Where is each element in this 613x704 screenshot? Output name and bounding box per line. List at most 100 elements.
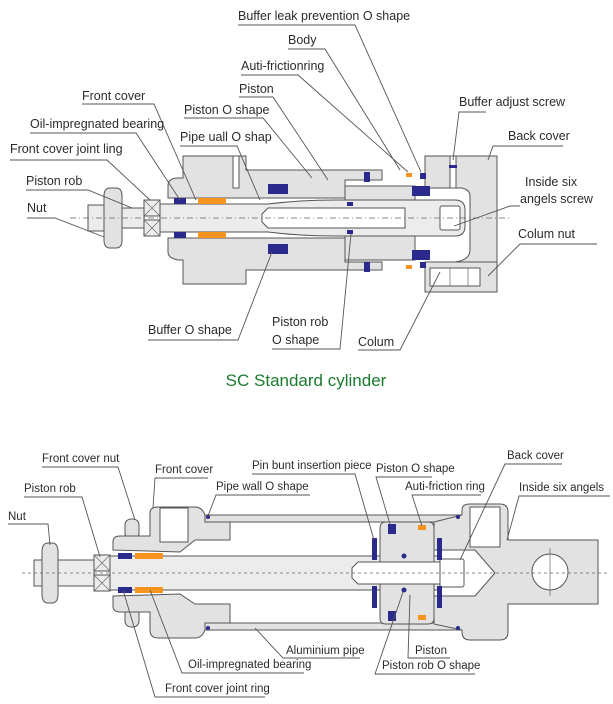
- label-aluminium-pipe: Aluminium pipe: [254, 627, 365, 659]
- pin-bunt-insertion-top: [372, 538, 377, 560]
- label-oil-impregnated-bearing-2: Oil-impregnated bearing: [149, 589, 311, 674]
- svg-text:Inside six: Inside six: [525, 175, 578, 189]
- label-inside-six-angles-screw: Inside six angels screw: [453, 175, 594, 227]
- hex-socket-2: [439, 558, 465, 588]
- svg-text:Front cover: Front cover: [82, 89, 145, 103]
- label-buffer-leak-prevention-o-shape: Buffer leak prevention O shape: [238, 9, 422, 173]
- svg-text:Front cover nut: Front cover nut: [42, 453, 120, 465]
- svg-text:Back cover: Back cover: [507, 450, 564, 462]
- label-piston-2: Piston: [407, 594, 450, 659]
- label-front-cover-joint-ring-2: Front cover joint ring: [122, 589, 270, 698]
- buffer-screw-seal: [449, 165, 457, 168]
- svg-text:Piston rob: Piston rob: [272, 315, 328, 329]
- label-buffer-adjust-screw: Buffer adjust screw: [452, 95, 566, 161]
- label-piston-rod-o-shape-2: Piston rob O shape: [374, 591, 480, 675]
- buffer-leak-prevention-o-top: [420, 173, 426, 179]
- svg-text:Buffer adjust screw: Buffer adjust screw: [459, 95, 566, 109]
- anti-friction-ring-top-2: [418, 525, 426, 530]
- label-front-cover-joint-ring: Front cover joint ling: [10, 142, 151, 201]
- label-piston-rod-2: Piston rob: [24, 483, 101, 558]
- svg-text:O shape: O shape: [272, 333, 319, 347]
- svg-text:Pipe wall O shape: Pipe wall O shape: [216, 481, 309, 493]
- pipe-wall-o-top-front: [206, 515, 210, 519]
- label-nut-2: Nut: [8, 511, 51, 546]
- front-cover-joint-ring-bottom-2: [118, 587, 132, 593]
- label-pipe-wall-o-shape-2: Pipe wall O shape: [207, 481, 310, 517]
- diagram-title: SC Standard cylinder: [226, 371, 387, 390]
- front-cover-joint-ring-top: [174, 198, 186, 204]
- label-buffer-o-shape: Buffer O shape: [148, 251, 273, 341]
- piston-o-shape-bottom: [364, 262, 370, 272]
- back-cover-port: [469, 506, 501, 548]
- label-pipe-wall-o-shape: Pipe uall O shap: [180, 130, 272, 201]
- label-nut: Nut: [27, 201, 105, 238]
- svg-text:Oil-impregnated bearing: Oil-impregnated bearing: [30, 117, 164, 131]
- svg-text:Front cover joint ling: Front cover joint ling: [10, 142, 123, 156]
- buffer-leak-prevention-o-bottom: [420, 262, 426, 268]
- svg-text:Nut: Nut: [27, 201, 47, 215]
- front-buffer-screw: [232, 155, 240, 189]
- column-nut-shape: [429, 267, 481, 287]
- svg-text:angels screw: angels screw: [520, 192, 594, 206]
- label-back-cover: Back cover: [487, 129, 570, 161]
- label-column: Colum: [358, 271, 441, 351]
- piston-rod-o-bottom-2: [401, 587, 407, 593]
- label-anti-friction-ring-2: Auti-friction ring: [405, 481, 485, 527]
- back-buffer-seal-bottom: [412, 250, 430, 260]
- svg-text:Colum: Colum: [358, 335, 394, 349]
- piston-back-seal-top: [437, 538, 442, 560]
- svg-text:Body: Body: [288, 33, 317, 47]
- front-cover-joint-ring-top-2: [118, 553, 132, 559]
- oil-impregnated-bearing-top: [198, 198, 226, 204]
- svg-text:Pipe uall O shap: Pipe uall O shap: [180, 130, 272, 144]
- svg-text:Oil-impregnated bearing: Oil-impregnated bearing: [188, 659, 311, 671]
- label-anti-friction-ring: Auti-frictionring: [241, 59, 409, 173]
- aluminium-pipe-top: [204, 514, 466, 523]
- label-front-cover-2: Front cover: [152, 464, 213, 509]
- svg-text:Buffer O shape: Buffer O shape: [148, 323, 232, 337]
- label-body: Body: [288, 33, 401, 171]
- piston-rod-o-shape-top: [347, 202, 353, 206]
- piston-o-shape-bottom-2: [388, 611, 396, 621]
- svg-text:Piston rob O shape: Piston rob O shape: [382, 660, 480, 672]
- label-piston-rod-o-shape: Piston rob O shape: [272, 233, 352, 350]
- svg-text:Buffer leak prevention O shape: Buffer leak prevention O shape: [238, 9, 410, 23]
- svg-text:Auti-frictionring: Auti-frictionring: [241, 59, 324, 73]
- front-cover-joint-ring-bottom: [174, 232, 186, 238]
- oil-impregnated-bearing-bottom-2: [135, 587, 163, 593]
- oil-impregnated-bearing-bottom: [198, 232, 226, 238]
- label-pin-bunt-insertion-piece: Pin bunt insertion piece: [252, 460, 375, 541]
- wrench-flat-symbol: [143, 199, 161, 237]
- svg-text:Piston rob: Piston rob: [24, 483, 76, 495]
- anti-friction-ring-bottom-2: [418, 615, 426, 620]
- label-piston-rod: Piston rob: [26, 174, 133, 209]
- label-inside-six-angles: Inside six angels: [506, 482, 610, 541]
- pin-bunt-insertion-bottom: [372, 586, 377, 608]
- second-cylinder-diagram: Front cover nut Front cover Pin bunt ins…: [8, 450, 610, 698]
- pipe-wall-o-bottom-back: [456, 626, 460, 630]
- label-front-cover-nut-2: Front cover nut: [42, 453, 136, 521]
- piston-o-shape-top: [364, 172, 370, 182]
- anti-friction-ring-top: [406, 173, 412, 177]
- label-piston-o-shape-2: Piston O shape: [375, 463, 455, 525]
- svg-text:Back cover: Back cover: [508, 129, 570, 143]
- svg-text:Pin bunt insertion piece: Pin bunt insertion piece: [252, 460, 372, 472]
- pipe-wall-o-bottom-front: [206, 626, 210, 630]
- svg-text:Nut: Nut: [8, 511, 27, 523]
- label-piston-o-shape: Piston O shape: [184, 103, 313, 179]
- nut-shape-2: [41, 542, 59, 604]
- svg-text:Piston: Piston: [415, 645, 447, 657]
- svg-text:Piston rob: Piston rob: [26, 174, 82, 188]
- pipe-wall-o-top-back: [456, 515, 460, 519]
- svg-text:Front cover: Front cover: [155, 464, 213, 476]
- sc-standard-cylinder-diagram: Buffer leak prevention O shape Body Auti…: [10, 9, 597, 390]
- front-cover-lower: [167, 237, 383, 285]
- wrench-flat-symbol-2: [93, 554, 111, 592]
- svg-text:Auti-friction ring: Auti-friction ring: [405, 481, 485, 493]
- piston-rod-o-shape-bottom: [347, 230, 353, 234]
- svg-text:Colum nut: Colum nut: [518, 227, 575, 241]
- label-oil-impregnated-bearing: Oil-impregnated bearing: [30, 117, 181, 201]
- piston-rod-o-top-2: [401, 553, 407, 559]
- piston-back-seal-bottom: [437, 586, 442, 608]
